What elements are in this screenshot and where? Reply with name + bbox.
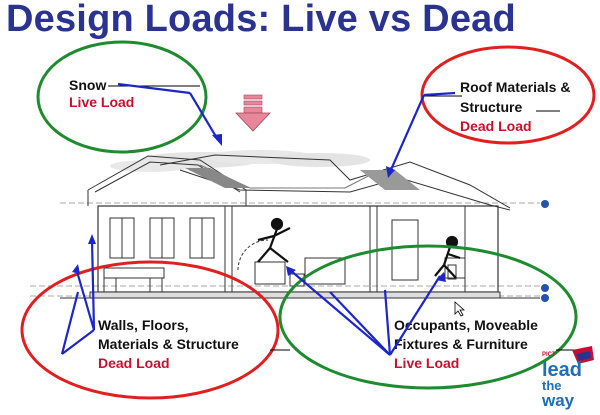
walls-callout: Walls, Floors, Materials & Structure Dea… [98, 317, 290, 371]
logo-word-the: the [542, 378, 562, 393]
snow-callout: Snow Live Load [69, 77, 200, 110]
occupant-figure-jumping [257, 217, 291, 263]
lead-the-way-logo: lead the way PICT [541, 346, 594, 410]
roof-label-line2: Structure [460, 99, 522, 115]
occupants-label-line2: Fixtures & Furniture [394, 336, 528, 352]
occupants-live-ellipse [278, 244, 578, 390]
snow-label: Snow [69, 77, 106, 93]
occupants-label-line1: Occupants, Moveable [394, 317, 538, 333]
roof-dead-ellipse [420, 45, 596, 145]
snow-load-label: Live Load [69, 94, 134, 110]
roof-callout: Roof Materials & Structure Dead Load [424, 79, 570, 134]
walls-label-line2: Materials & Structure [98, 336, 239, 352]
snow-live-ellipse [36, 40, 208, 154]
pointer-lines [60, 82, 456, 356]
occupants-load-label: Live Load [394, 355, 459, 371]
walls-load-label: Dead Load [98, 355, 170, 371]
occupant-figure-sitting [434, 235, 461, 279]
logo-small-text: PICT [542, 352, 556, 358]
logo-word-way: way [541, 391, 575, 410]
page-title: Design Loads: Live vs Dead [6, 0, 516, 40]
down-arrow-icon [235, 94, 271, 132]
roof-label-line1: Roof Materials & [460, 79, 570, 95]
logo-word-lead: lead [542, 359, 582, 381]
walls-label-line1: Walls, Floors, [98, 317, 189, 333]
house-drawing [30, 154, 540, 299]
walls-dead-ellipse [20, 260, 280, 400]
mouse-cursor-icon [454, 301, 466, 317]
level-markers [541, 200, 549, 302]
roof-load-label: Dead Load [460, 118, 532, 134]
occupants-callout: Occupants, Moveable Fixtures & Furniture… [394, 317, 580, 371]
